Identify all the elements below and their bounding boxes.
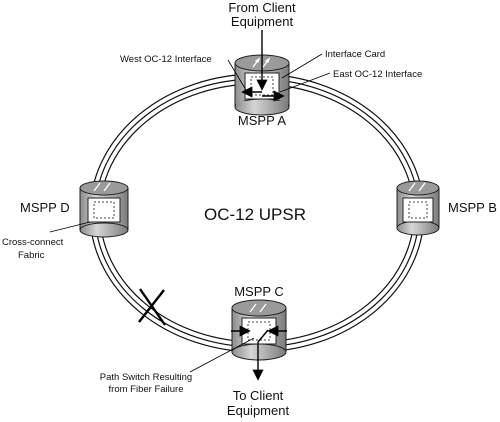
mspp-b-node bbox=[396, 180, 440, 236]
west-interface-label: West OC-12 Interface bbox=[120, 54, 212, 65]
ring-title: OC-12 UPSR bbox=[204, 205, 306, 224]
mspp-a-label: MSPP A bbox=[238, 113, 287, 128]
router-arrows-icon bbox=[408, 182, 426, 192]
mspp-d-label: MSPP D bbox=[20, 200, 70, 215]
traffic-arrows bbox=[231, 30, 287, 381]
mspp-c-node bbox=[231, 299, 287, 361]
cross-connect-label-1: Cross-connect bbox=[2, 237, 64, 248]
path-switch-label-1: Path Switch Resulting bbox=[100, 372, 192, 383]
router-arrows-icon bbox=[252, 57, 271, 68]
east-interface-label: East OC-12 Interface bbox=[333, 69, 422, 80]
cross-connect-fabric bbox=[247, 321, 271, 341]
mspp-c-label: MSPP C bbox=[234, 284, 284, 299]
to-client-label-1: To Client bbox=[233, 388, 284, 403]
mspp-d-node bbox=[79, 180, 129, 238]
to-client-label-2: Equipment bbox=[227, 403, 290, 418]
from-client-label-1: From Client bbox=[228, 0, 296, 15]
cross-connect-fabric bbox=[408, 201, 428, 219]
from-client-label-2: Equipment bbox=[231, 14, 294, 29]
cross-connect-fabric bbox=[93, 201, 115, 219]
cross-connect-label-2: Fabric bbox=[18, 250, 45, 261]
leader-lines bbox=[49, 53, 331, 373]
mspp-b-label: MSPP B bbox=[448, 200, 497, 215]
interface-card-label: Interface Card bbox=[325, 49, 385, 60]
router-arrows-icon bbox=[249, 303, 267, 313]
path-switch-label-2: from Fiber Failure bbox=[109, 384, 184, 395]
path-switch-line bbox=[257, 329, 269, 343]
router-arrows-icon bbox=[93, 182, 111, 192]
fiber-cut-x-icon bbox=[138, 288, 166, 326]
